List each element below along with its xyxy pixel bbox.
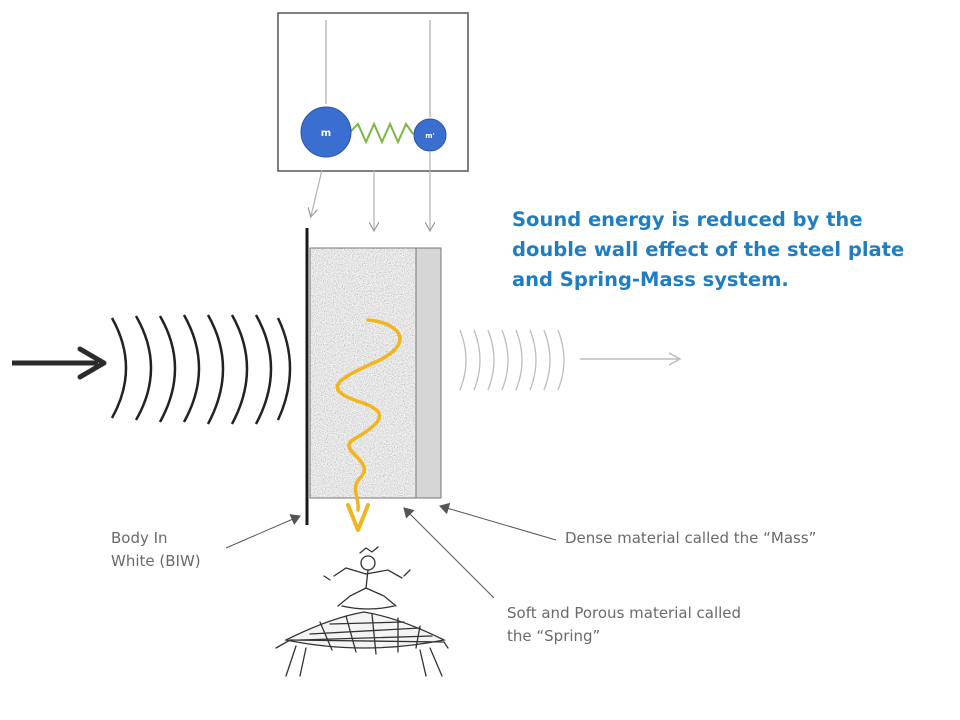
headline-line-1: Sound energy is reduced by the [512, 208, 863, 231]
label-biw-line-1: Body In [111, 529, 168, 547]
mass-ball-large-label: m [321, 128, 331, 139]
headline-line-3: and Spring-Mass system. [512, 268, 789, 291]
spring-layer-foam [310, 248, 416, 498]
outgoing-sound-waves [459, 329, 565, 391]
spring-coil [349, 121, 414, 145]
leader-biw [225, 514, 301, 549]
spring-mass-inset: m m' [277, 12, 469, 172]
inset-pointers [311, 152, 430, 230]
damped-wave-path [335, 318, 402, 532]
label-spring: Soft and Porous material called the “Spr… [507, 602, 741, 648]
outgoing-arrow-icon [580, 352, 682, 366]
leader-mass [439, 502, 557, 541]
trampoline-figure-icon [275, 546, 449, 677]
mass-ball-small-label: m' [425, 132, 434, 140]
label-leaders [225, 502, 557, 599]
label-body-in-white: Body In White (BIW) [111, 527, 201, 573]
mass-ball-large [300, 106, 352, 158]
leader-spring [403, 507, 495, 599]
label-biw-line-2: White (BIW) [111, 552, 201, 570]
pointer-biw [311, 169, 323, 216]
headline-line-2: double wall effect of the steel plate [512, 238, 905, 261]
label-mass-text: Dense material called the “Mass” [565, 529, 817, 547]
incoming-arrow-icon [12, 346, 107, 380]
mass-ball-small [413, 118, 447, 152]
mass-layer [415, 247, 442, 499]
label-spring-line-2: the “Spring” [507, 627, 601, 645]
headline: Sound energy is reduced by the double wa… [512, 205, 942, 295]
label-mass: Dense material called the “Mass” [565, 527, 816, 550]
label-spring-line-1: Soft and Porous material called [507, 604, 742, 622]
incoming-sound-waves [110, 314, 292, 425]
